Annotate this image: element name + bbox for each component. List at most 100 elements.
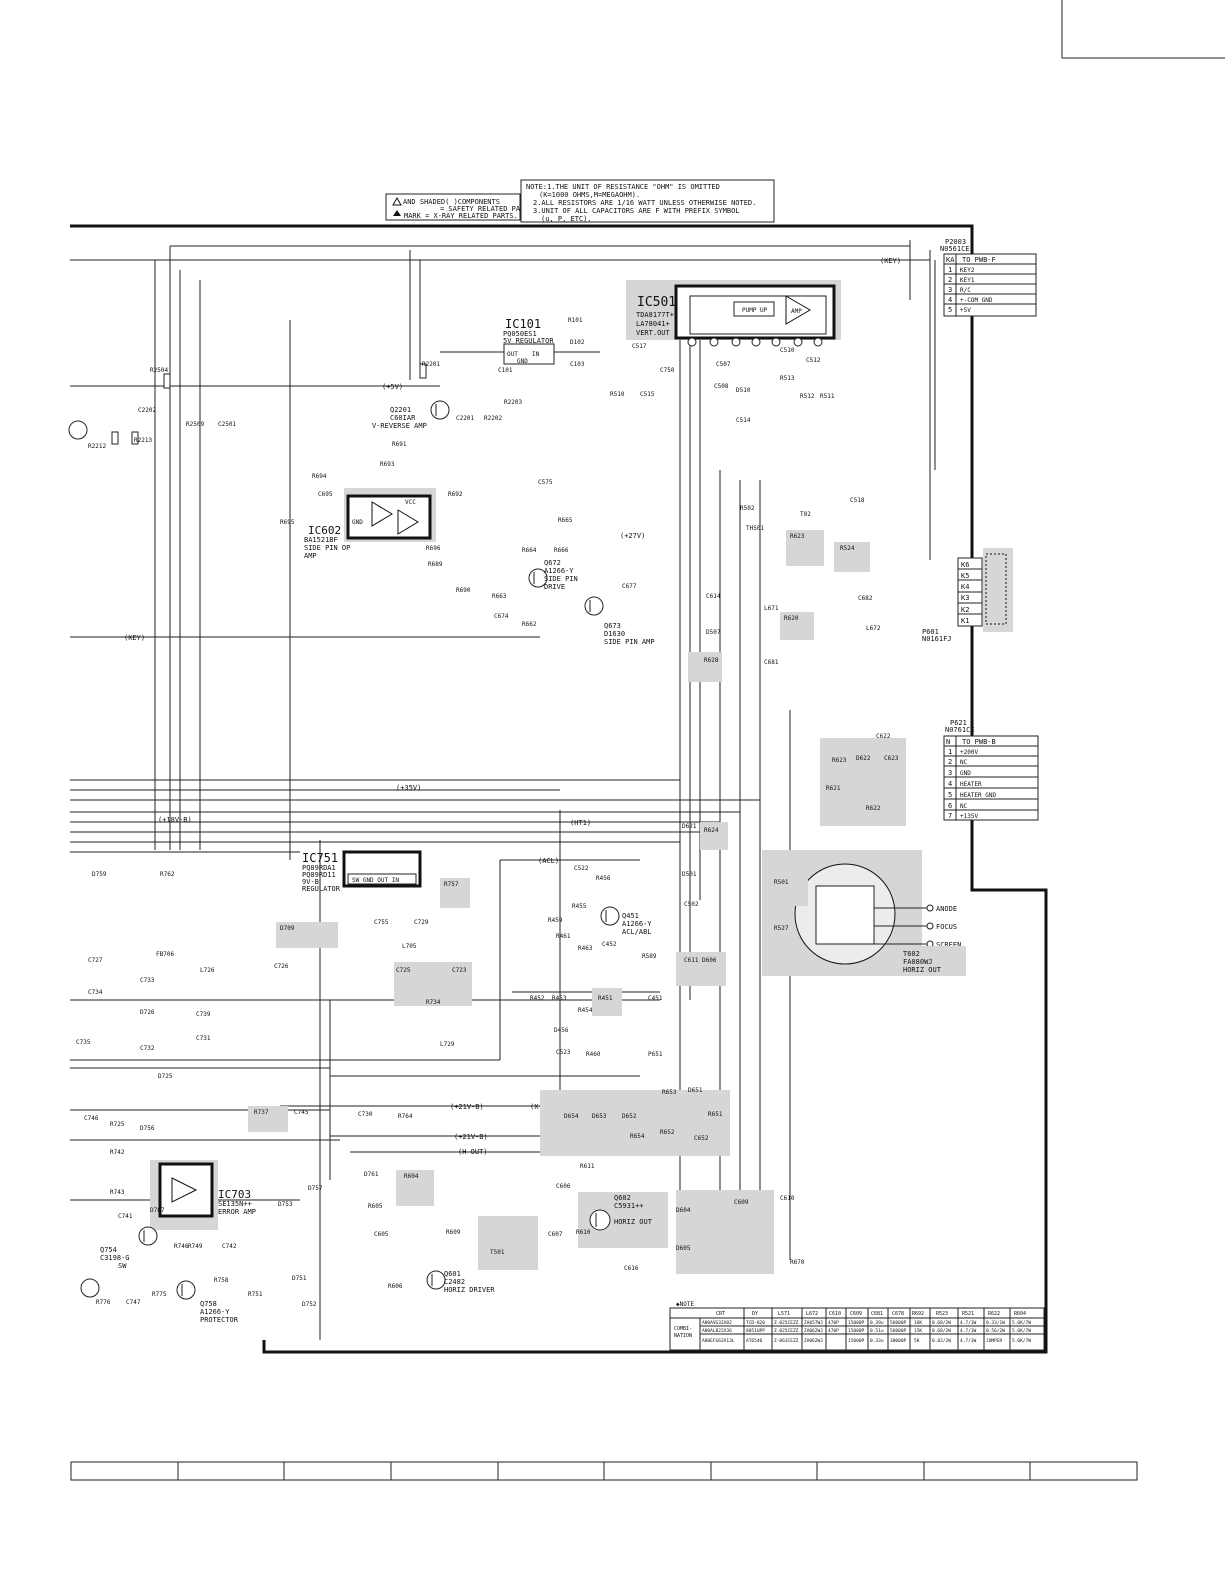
svg-text:D507: D507 xyxy=(706,629,721,636)
transistor-q673: Q673 D1630 SIDE PIN AMP xyxy=(584,596,655,646)
svg-text:C730: C730 xyxy=(358,1111,373,1118)
svg-text:C742: C742 xyxy=(222,1243,237,1250)
svg-text:R452: R452 xyxy=(530,995,545,1002)
svg-text:Z-025CEZZ: Z-025CEZZ xyxy=(774,1328,799,1334)
svg-text:GND: GND xyxy=(960,770,971,777)
svg-text:4.7/1W: 4.7/1W xyxy=(960,1328,977,1334)
svg-text:HORIZ DRIVER: HORIZ DRIVER xyxy=(444,1286,495,1294)
ic501-part2: LA78041+ xyxy=(636,320,670,328)
svg-text:R2201: R2201 xyxy=(422,361,440,368)
svg-text:R666: R666 xyxy=(554,547,569,554)
net-labels: (+5V) (KEY) (KEY) (+27V) (+18V-B) (+35V)… xyxy=(124,257,901,1156)
svg-text:R621: R621 xyxy=(826,785,841,792)
svg-text:R589: R589 xyxy=(642,953,657,960)
svg-text:C611: C611 xyxy=(684,957,699,964)
svg-text:TH501: TH501 xyxy=(746,525,764,532)
svg-text:K5: K5 xyxy=(961,572,969,580)
transistor-q602: Q602 C5931++ HORIZ OUT xyxy=(578,1192,668,1248)
ic751-func: REGULATOR xyxy=(302,885,341,893)
svg-text:C614: C614 xyxy=(706,593,721,600)
svg-text:HEATER GND: HEATER GND xyxy=(960,792,997,799)
svg-text:R455: R455 xyxy=(572,903,587,910)
svg-text:N0761CE: N0761CE xyxy=(945,726,975,734)
svg-text:C103: C103 xyxy=(570,361,585,368)
svg-text:Q2201: Q2201 xyxy=(390,406,411,414)
svg-text:Q673: Q673 xyxy=(604,622,621,630)
svg-text:R692: R692 xyxy=(448,491,463,498)
svg-text:R501: R501 xyxy=(774,879,789,886)
svg-text:Q758: Q758 xyxy=(200,1300,217,1308)
svg-text:C674: C674 xyxy=(494,613,509,620)
svg-text:C734: C734 xyxy=(88,989,103,996)
svg-text:C523: C523 xyxy=(556,1049,571,1056)
safety-legend: AND SHADED( )COMPONENTS = SAFETY RELATED… xyxy=(385,193,537,221)
svg-text:A1266-Y: A1266-Y xyxy=(544,567,574,575)
svg-text:PROTECTOR: PROTECTOR xyxy=(200,1316,239,1324)
svg-text:5.6K/7W: 5.6K/7W xyxy=(1012,1328,1031,1334)
svg-text:R691: R691 xyxy=(392,441,407,448)
svg-text:+200V: +200V xyxy=(960,749,978,756)
svg-text:C607: C607 xyxy=(548,1231,563,1238)
svg-text:HORIZ OUT: HORIZ OUT xyxy=(614,1218,653,1226)
svg-text:R2509: R2509 xyxy=(186,421,204,428)
svg-text:0.51u: 0.51u xyxy=(870,1328,884,1334)
svg-text:R524: R524 xyxy=(840,545,855,552)
net-27v: (+27V) xyxy=(620,532,645,540)
safety-line2: = SAFETY RELATED PARTS. xyxy=(440,205,537,213)
svg-text:15000P: 15000P xyxy=(848,1320,865,1326)
svg-text:R512: R512 xyxy=(800,393,815,400)
svg-text:4.7/1W: 4.7/1W xyxy=(960,1338,977,1344)
svg-text:C522: C522 xyxy=(574,865,589,872)
svg-text:R623: R623 xyxy=(832,757,847,764)
svg-text:Q602: Q602 xyxy=(614,1194,631,1202)
board-outline xyxy=(70,224,1048,1354)
net-hout: (H-OUT) xyxy=(458,1148,488,1156)
svg-text:C732: C732 xyxy=(140,1045,155,1052)
svg-text:D653: D653 xyxy=(592,1113,607,1120)
flyback-transformer: ANODE FOCUS SCREEN T602 FA080WJ HORIZ OU… xyxy=(762,850,966,976)
svg-text:C729: C729 xyxy=(414,919,429,926)
net-key: (KEY) xyxy=(124,634,145,642)
svg-text:30000P: 30000P xyxy=(890,1338,907,1344)
svg-text:PUMP UP: PUMP UP xyxy=(742,307,768,314)
svg-text:K1: K1 xyxy=(961,617,969,625)
note-line-2: (K=1000 OHMS,M=MEGAOHM). xyxy=(539,191,640,199)
svg-text:C747: C747 xyxy=(126,1299,141,1306)
svg-text:NC: NC xyxy=(960,803,968,810)
svg-text:SW: SW xyxy=(118,1262,127,1270)
svg-text:T602: T602 xyxy=(903,950,920,958)
svg-text:R692: R692 xyxy=(912,1311,924,1317)
svg-text:R776: R776 xyxy=(96,1299,111,1306)
svg-text:5: 5 xyxy=(948,791,952,799)
svg-text:R742: R742 xyxy=(110,1149,125,1156)
svg-text:C101: C101 xyxy=(498,367,513,374)
svg-text:C514: C514 xyxy=(736,417,751,424)
transistor-q601: Q601 C2482 HORIZ DRIVER xyxy=(426,1270,495,1294)
svg-text:R606: R606 xyxy=(388,1283,403,1290)
ic602-block: GND VCC IC602 BA1521BF SIDE PIN OP AMP xyxy=(304,488,436,560)
transistor-q754: Q754 C3198-G SW xyxy=(100,1226,158,1270)
svg-text:KEY2: KEY2 xyxy=(960,267,975,274)
svg-text:R734: R734 xyxy=(426,999,441,1006)
svg-text:C508: C508 xyxy=(714,383,729,390)
svg-text:A80AVG32X02: A80AVG32X02 xyxy=(702,1320,732,1326)
svg-text:T501: T501 xyxy=(490,1249,505,1256)
svg-text:AMP: AMP xyxy=(791,308,802,315)
svg-text:R459: R459 xyxy=(548,917,563,924)
note-box: NOTE:1.THE UNIT OF RESISTANCE "OHM" IS O… xyxy=(520,179,775,223)
svg-text:C60IAR: C60IAR xyxy=(390,414,416,422)
svg-text:0.56/2W: 0.56/2W xyxy=(986,1328,1005,1334)
svg-text:NATION: NATION xyxy=(674,1333,692,1339)
svg-text:4: 4 xyxy=(948,780,952,788)
svg-text:R/C: R/C xyxy=(960,287,971,294)
svg-text:C2202: C2202 xyxy=(138,407,156,414)
svg-text:C681: C681 xyxy=(764,659,779,666)
svg-text:0.39u: 0.39u xyxy=(870,1320,884,1326)
svg-text:+-COM GND: +-COM GND xyxy=(960,297,993,304)
svg-text:L672: L672 xyxy=(866,625,881,632)
note-line-5: (u, P, ETC). xyxy=(541,215,592,223)
svg-text:R737: R737 xyxy=(254,1109,269,1116)
svg-text:C652: C652 xyxy=(694,1135,709,1142)
svg-text:470P: 470P xyxy=(828,1320,839,1326)
svg-text:R610: R610 xyxy=(576,1229,591,1236)
